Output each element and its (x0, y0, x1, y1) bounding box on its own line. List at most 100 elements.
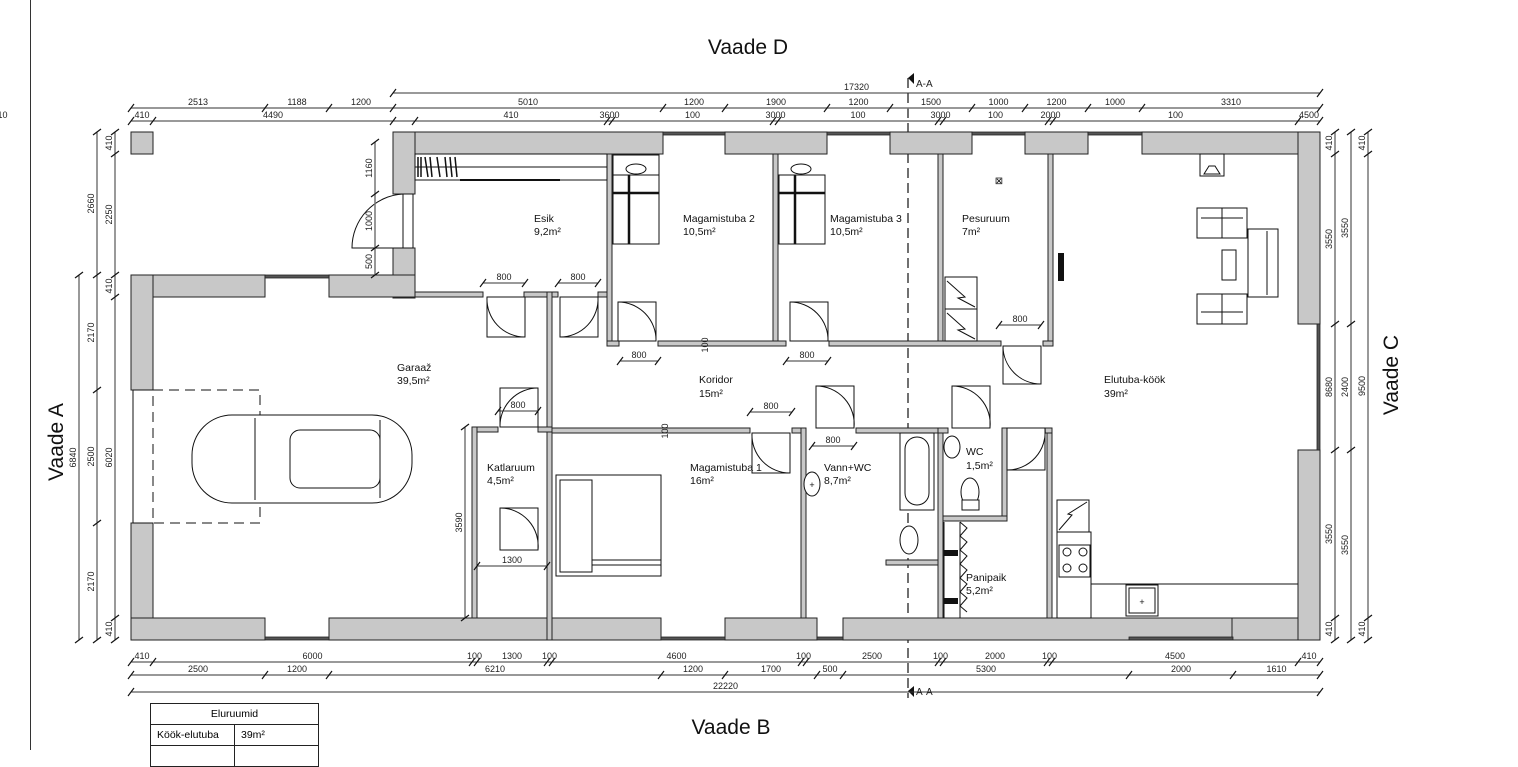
dimension-label: 2660 (86, 193, 96, 213)
dimension-tick (1084, 103, 1092, 113)
dimension-tick (468, 657, 476, 667)
dimension-tick (325, 103, 333, 113)
dimension-label: 410 (104, 621, 114, 636)
dimension-tick (74, 636, 84, 644)
dimension-label: 800 (510, 400, 525, 410)
dimension-tick (1294, 116, 1302, 126)
dimension-label: 3590 (454, 512, 464, 532)
view-label-left: Vaade A (45, 403, 68, 481)
dimension-tick (886, 103, 894, 113)
dimension-label: 2500 (188, 664, 208, 674)
dimension-tick (1346, 320, 1356, 328)
dimension-tick (813, 670, 821, 680)
dimension-label: 2170 (86, 322, 96, 342)
table-row: Köök-elutuba 39m² (150, 724, 319, 746)
dimension-tick (548, 657, 556, 667)
dimension-tick (1363, 150, 1373, 158)
dimension-tick (110, 150, 120, 158)
dimension-label: 8680 (1324, 377, 1334, 397)
room-name-katlaruum: Katlaruum (487, 462, 535, 474)
dimension-tick (521, 278, 529, 288)
dimension-label: 4500 (1299, 110, 1319, 120)
room-area-magamistuba-2: 10,5m² (683, 226, 716, 238)
dimension-tick (460, 614, 470, 622)
dimension-tick (839, 670, 847, 680)
dimension-label: 2000 (1040, 110, 1060, 120)
dimension-tick (1316, 670, 1324, 680)
dimension-label: 410 (104, 278, 114, 293)
dimension-label: 410 (1357, 135, 1367, 150)
dimension-label: 1300 (502, 555, 522, 565)
dimension-tick (1363, 128, 1373, 136)
dimension-tick (788, 407, 796, 417)
dimension-tick (389, 103, 397, 113)
room-area-table: Eluruumid Köök-elutuba 39m² (150, 703, 319, 767)
dimension-tick (534, 406, 542, 416)
dimension-label: 1200 (683, 664, 703, 674)
room-name-magamistuba-3: Magamistuba 3 (830, 213, 902, 225)
dimension-tick (939, 116, 947, 126)
dimension-tick (127, 103, 135, 113)
dimension-label: 3550 (1340, 218, 1350, 238)
windows (264, 131, 1321, 641)
dimension-tick (797, 657, 805, 667)
dimension-tick (110, 293, 120, 301)
dimension-tick (1316, 88, 1324, 98)
dimension-label: 800 (799, 350, 814, 360)
dimension-tick (934, 116, 942, 126)
dimension-tick (1294, 657, 1302, 667)
dimension-tick (494, 406, 502, 416)
dimension-tick (968, 103, 976, 113)
dimension-tick (1037, 320, 1045, 330)
section-arrow-top-icon (908, 73, 914, 84)
dimension-label: 2000 (1171, 664, 1191, 674)
dimension-label: 2500 (86, 446, 96, 466)
dimension-tick (92, 271, 102, 279)
dimension-label: 410 (0, 110, 8, 120)
dimension-tick (1049, 116, 1057, 126)
dimension-label: 1300 (502, 651, 522, 661)
dimension-tick (850, 441, 858, 451)
dimension-label: 1000 (364, 211, 374, 231)
dimension-label: 9500 (1357, 376, 1367, 396)
dimension-label: 800 (570, 272, 585, 282)
dimension-tick (92, 636, 102, 644)
dimension-label: 3310 (1221, 97, 1241, 107)
dimension-tick (1316, 116, 1324, 126)
room-name-wc: WC (966, 446, 984, 458)
dimension-tick (746, 407, 754, 417)
dimension-label: 410 (1324, 135, 1334, 150)
furniture: ⊠ + (191, 153, 1298, 619)
dimension-tick (473, 561, 481, 571)
dimension-tick (554, 278, 562, 288)
room-name-magamistuba-1: Magamistuba 1 (690, 462, 762, 474)
dimension-tick (939, 657, 947, 667)
dimension-tick (608, 116, 616, 126)
dimension-tick (110, 636, 120, 644)
dimension-tick (824, 356, 832, 366)
dimension-label: 6840 (68, 447, 78, 467)
dimension-tick (802, 657, 810, 667)
dimension-label: 1000 (988, 97, 1008, 107)
dimension-tick (543, 561, 551, 571)
car-icon (191, 414, 413, 504)
room-area-pesuruum: 7m² (962, 226, 981, 238)
dimension-label: 4600 (666, 651, 686, 661)
dimension-tick (411, 116, 419, 126)
dimension-tick (1330, 636, 1340, 644)
dimension-tick (110, 614, 120, 622)
dimension-label: 5300 (976, 664, 996, 674)
dimension-label: 2400 (1340, 377, 1350, 397)
dimension-tick (1021, 103, 1029, 113)
dimension-tick (370, 244, 380, 252)
view-label-top: Vaade D (708, 36, 788, 59)
dimension-tick (1330, 614, 1340, 622)
dimension-tick (995, 320, 1003, 330)
dimension-label: 1200 (287, 664, 307, 674)
dimension-tick (127, 116, 135, 126)
dimension-label: 410 (1324, 621, 1334, 636)
dimension-label: 100 (660, 423, 670, 438)
room-area-magamistuba-3: 10,5m² (830, 226, 863, 238)
dimension-tick (1316, 103, 1324, 113)
